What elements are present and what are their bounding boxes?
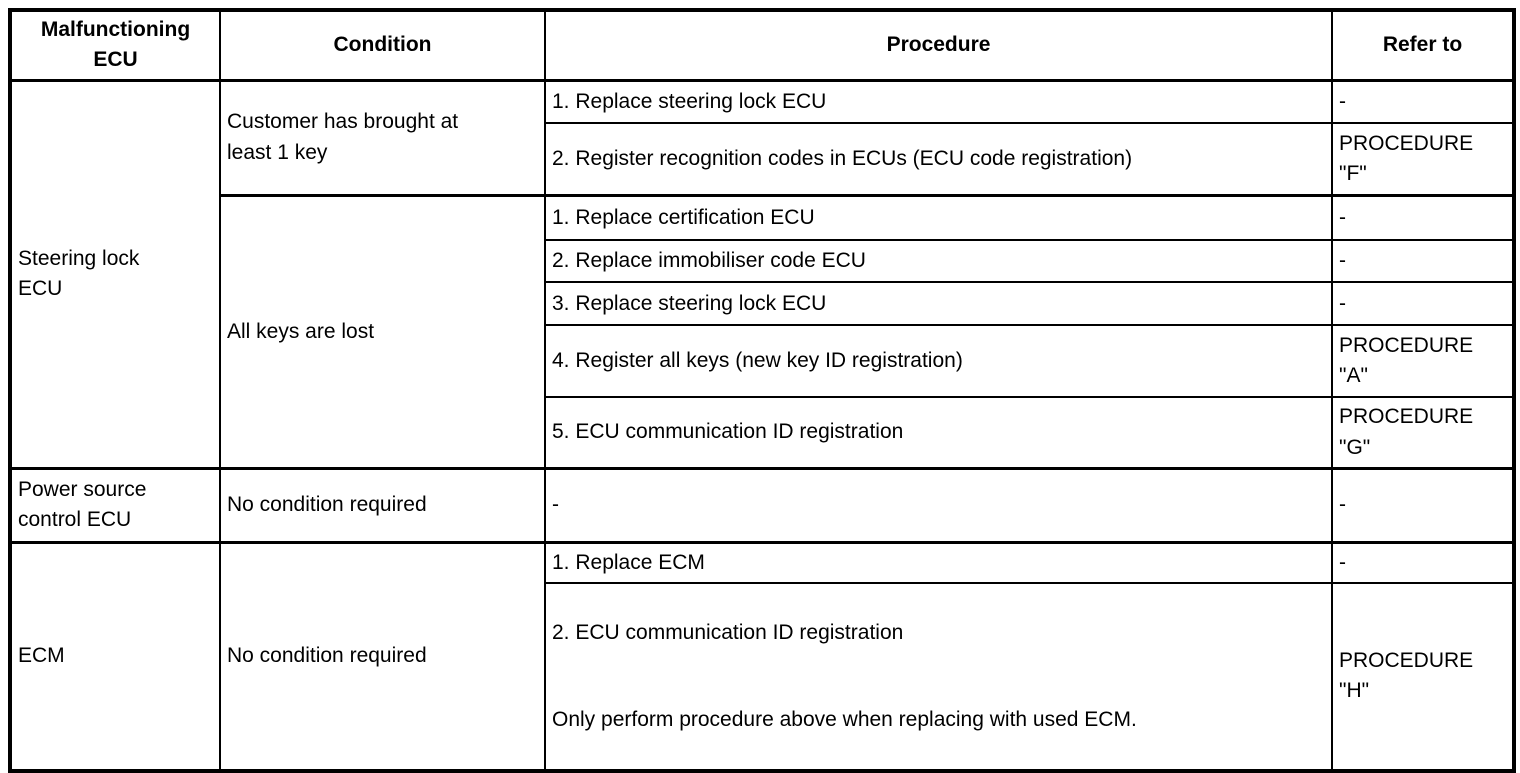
col-header-procedure: Procedure xyxy=(544,8,1333,82)
cell-procedure: 1. Replace ECM xyxy=(544,540,1333,585)
cell-refer: - xyxy=(1331,239,1515,284)
table-row: Steering lock ECU Customer has brought a… xyxy=(9,79,1515,470)
table-row: 5. ECU communication ID registration PRO… xyxy=(10,396,1515,470)
procedure-text: 2. ECU communication ID registration xyxy=(552,620,904,644)
cell-refer: - xyxy=(1331,540,1515,585)
cell-ecu-power-source: Power source control ECU xyxy=(9,466,221,544)
cell-refer: - xyxy=(1331,281,1515,327)
cell-condition-none: No condition required xyxy=(219,540,546,772)
cell-condition-none: No condition required xyxy=(219,466,546,544)
cell-procedure: 4. Register all keys (new key ID registr… xyxy=(544,324,1333,399)
cell-condition-customer-key: Customer has brought at least 1 key xyxy=(219,79,546,197)
table-row: ECM No condition required 1. Replace ECM… xyxy=(9,540,1515,772)
cell-procedure: 3. Replace steering lock ECU xyxy=(544,281,1333,327)
cell-procedure: 5. ECU communication ID registration xyxy=(544,396,1333,470)
table-row: 4. Register all keys (new key ID registr… xyxy=(10,324,1515,399)
header-row: Malfunctioning ECU Condition Procedure R… xyxy=(9,8,1515,82)
col-header-malfunctioning-ecu: Malfunctioning ECU xyxy=(9,8,221,82)
table-row: Power source control ECU No condition re… xyxy=(9,466,1515,544)
table-row: 3. Replace steering lock ECU - xyxy=(10,281,1515,327)
col-header-refer-to: Refer to xyxy=(1331,8,1515,82)
cell-condition-all-keys-lost: All keys are lost xyxy=(219,193,546,470)
cell-refer: - xyxy=(1331,193,1515,242)
cell-procedure: - xyxy=(544,466,1333,544)
cell-ecu-steering-lock: Steering lock ECU xyxy=(9,79,221,470)
cell-procedure: 1. Replace steering lock ECU xyxy=(544,79,1333,125)
cell-ecu-ecm: ECM xyxy=(9,540,221,772)
cell-refer: PROCEDURE "A" xyxy=(1331,324,1515,399)
table-row: 2. Replace immobiliser code ECU - xyxy=(10,239,1515,284)
cell-refer: PROCEDURE "H" xyxy=(1331,582,1515,772)
cell-refer: PROCEDURE "F" xyxy=(1331,122,1515,197)
col-header-condition: Condition xyxy=(219,8,546,82)
cell-procedure-with-note: 2. ECU communication ID registration Onl… xyxy=(544,582,1333,772)
procedure-note: Only perform procedure above when replac… xyxy=(552,707,1137,731)
cell-refer: PROCEDURE "G" xyxy=(1331,396,1515,470)
cell-procedure: 2. Replace immobiliser code ECU xyxy=(544,239,1333,284)
cell-procedure: 2. Register recognition codes in ECUs (E… xyxy=(544,122,1333,197)
cell-procedure: 1. Replace certification ECU xyxy=(544,193,1333,242)
table-row: All keys are lost 1. Replace certificati… xyxy=(10,193,1515,470)
ecu-procedure-table: Malfunctioning ECU Condition Procedure R… xyxy=(8,8,1516,773)
cell-refer: - xyxy=(1331,466,1515,544)
table-row: 2. Register recognition codes in ECUs (E… xyxy=(10,122,1515,197)
cell-refer: - xyxy=(1331,79,1515,125)
